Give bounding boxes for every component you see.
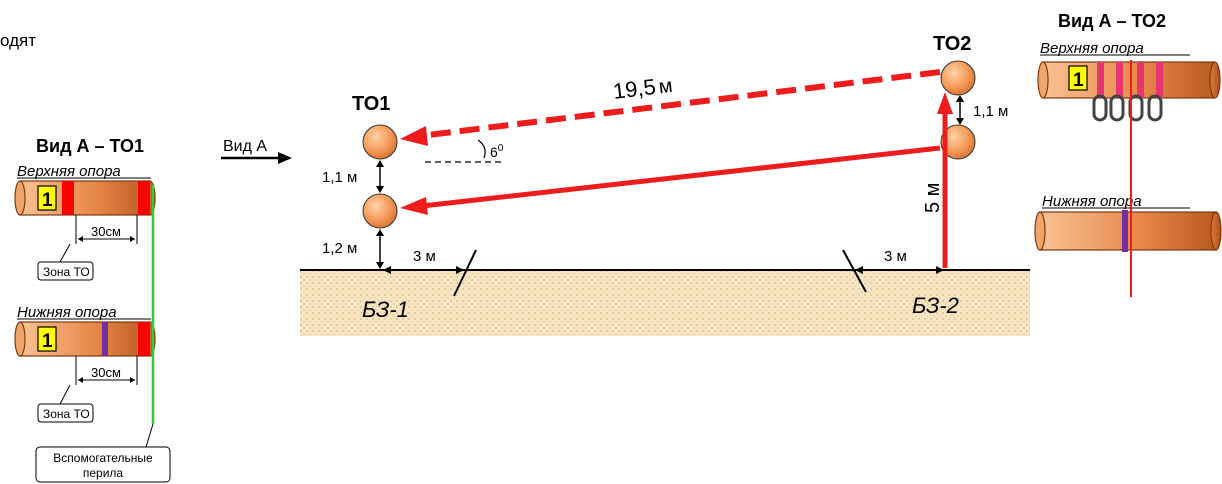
pink-sling	[1137, 62, 1144, 98]
dimension-30cm: 30см	[75, 356, 138, 385]
right-panel-title: Вид А – ТО2	[1058, 11, 1166, 31]
to1-upper-anchor	[362, 124, 398, 160]
to1-gap-label: 1,1 м	[322, 169, 357, 186]
left-panel-title: Вид А – ТО1	[36, 136, 144, 156]
to2-upper-anchor	[940, 60, 976, 96]
pink-sling	[1116, 62, 1123, 98]
handrail-label-line1: Вспомогательные	[53, 451, 153, 465]
to2-height-label: 5 м	[922, 183, 944, 213]
lower-pole-to1: 1	[14, 321, 156, 357]
view-a-label: Вид А	[223, 138, 267, 155]
handrail-label-line2: перила	[83, 466, 124, 480]
purple-marker	[102, 322, 108, 356]
bz1-boundary-mark	[453, 249, 477, 297]
main-diagram: 3 м 3 м БЗ-1 БЗ-2 ТО1 1,1 м 1,2 м 60 ТО2	[300, 33, 1030, 336]
red-marker	[62, 181, 74, 215]
lower-rope-arrowhead	[400, 197, 428, 215]
carabiners	[1092, 94, 1163, 122]
dim-3m-right: 3 м	[855, 248, 944, 274]
lower-pole-to2	[1034, 210, 1222, 252]
to1-height-dimension: 1,2 м	[322, 229, 384, 269]
badge-1	[1068, 65, 1088, 91]
lower-support-label: Нижняя опора	[1042, 193, 1142, 210]
zone-to-label: Зона ТО	[43, 265, 90, 279]
lower-support-label: Нижняя опора	[17, 304, 117, 321]
upper-support-label: Верхняя опора	[17, 163, 121, 180]
to2-gap-dimension: 1,1 м	[956, 95, 1008, 125]
dim-3m-right-label: 3 м	[884, 248, 907, 265]
upper-rope-dashed	[419, 69, 941, 139]
dim-30cm-label: 30см	[91, 224, 121, 239]
ground-area	[300, 270, 1030, 336]
dim-3m-left-label: 3 м	[413, 248, 436, 265]
upper-pole-to2: 1	[1037, 61, 1221, 99]
to2-height-arrowhead	[937, 92, 953, 114]
badge-number: 1	[42, 331, 53, 352]
cut-off-text: одят	[0, 31, 36, 50]
lower-rope	[421, 145, 941, 209]
view-a-indicator: Вид А	[221, 138, 292, 164]
to1-lower-anchor	[362, 193, 398, 229]
to1-gap-dimension: 1,1 м	[322, 160, 384, 193]
to1-label: ТО1	[352, 93, 390, 115]
zone-to-callout: Зона ТО	[37, 384, 94, 423]
bz2-boundary-mark	[842, 249, 867, 293]
upper-pole-to1: 1	[14, 180, 156, 216]
angle-label: 60	[490, 143, 504, 160]
pink-sling	[1156, 62, 1163, 98]
carabiner-icon	[1092, 94, 1108, 122]
zone-to-callout: Зона ТО	[37, 243, 94, 281]
to1-height-label: 1,2 м	[322, 240, 357, 257]
handrail-callout: Вспомогательные перила	[35, 423, 171, 483]
dim-3m-left: 3 м	[383, 248, 464, 274]
red-marker	[138, 181, 150, 215]
rope-length-label: 19,5м	[612, 72, 674, 104]
upper-support-label: Верхняя опора	[1040, 40, 1144, 57]
bz2-label: БЗ-2	[912, 293, 959, 318]
dim-30cm-label: 30см	[91, 365, 121, 380]
purple-marker	[1122, 210, 1128, 252]
to2-lower-anchor	[940, 124, 976, 160]
right-panel: Вид А – ТО2 Верхняя опора 1 Нижняя опора	[1034, 11, 1222, 297]
badge-1	[37, 326, 57, 352]
badge-number: 1	[42, 190, 53, 211]
to2-gap-label: 1,1 м	[973, 103, 1008, 120]
upper-rope-arrowhead	[400, 126, 428, 146]
view-a-arrow-icon	[278, 152, 292, 164]
angle-arc	[477, 139, 486, 159]
to2-label: ТО2	[933, 33, 971, 55]
bz1-label: БЗ-1	[362, 297, 409, 322]
zone-to-label: Зона ТО	[43, 407, 90, 421]
carabiner-icon	[1109, 94, 1125, 122]
pink-sling	[1097, 62, 1104, 98]
red-marker	[138, 322, 150, 356]
badge-1	[37, 185, 57, 211]
badge-number: 1	[1073, 70, 1084, 91]
dimension-30cm: 30см	[75, 215, 138, 244]
carabiner-icon	[1147, 94, 1163, 122]
left-panel: Вид А – ТО1 Верхняя опора 1 30см Зона ТО	[14, 136, 171, 483]
